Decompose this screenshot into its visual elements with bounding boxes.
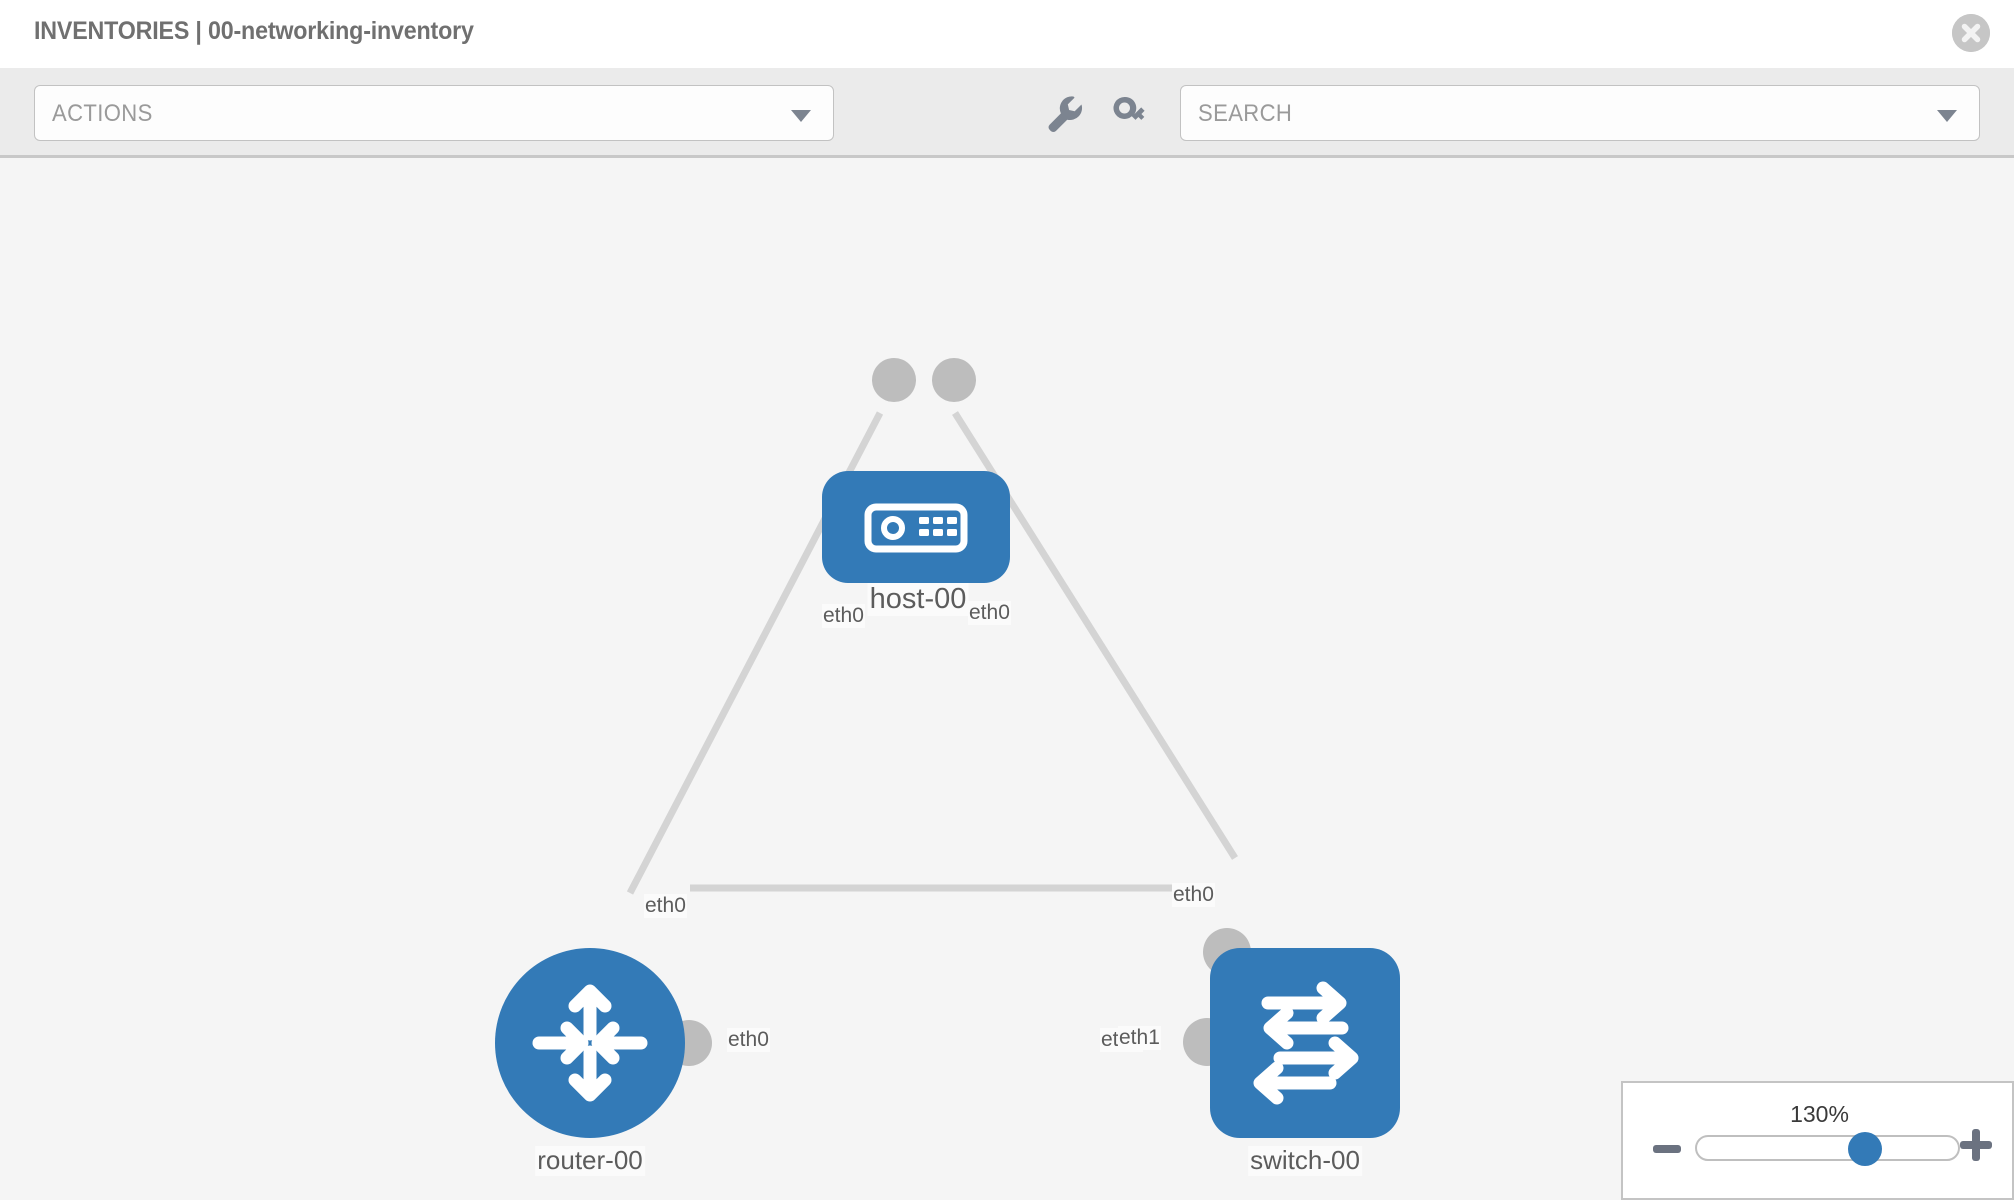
topology-links xyxy=(626,411,1238,895)
edge-label-switch-eth0-up: eth0 xyxy=(1172,883,1215,908)
zoom-slider-thumb[interactable] xyxy=(1848,1132,1883,1166)
zoom-level-label: 130% xyxy=(1790,1101,1849,1127)
toolbar: ACTIONS SEARCH xyxy=(0,68,2014,158)
zoom-control-panel: 130% xyxy=(1621,1081,2014,1200)
actions-dropdown[interactable]: ACTIONS xyxy=(34,85,834,141)
node-label-switch-00: switch-00 xyxy=(1248,1145,1362,1176)
port-host-left[interactable] xyxy=(872,358,916,402)
zoom-slider-track[interactable] xyxy=(1695,1132,1960,1166)
plus-icon[interactable] xyxy=(1958,1127,1994,1163)
node-label-router-00: router-00 xyxy=(535,1145,645,1176)
actions-dropdown-label: ACTIONS xyxy=(52,100,153,127)
edge-label-host-eth0-left: eth0 xyxy=(822,604,865,629)
edge-label-router-eth0-right: eth0 xyxy=(727,1028,770,1053)
topology-canvas[interactable]: host-00 router-00 switch-00 eth0 eth0 et… xyxy=(0,158,2014,1200)
wrench-icon[interactable] xyxy=(1040,90,1086,136)
page-header: INVENTORIES | 00-networking-inventory xyxy=(0,0,2014,68)
node-label-host-00: host-00 xyxy=(867,583,969,617)
key-icon[interactable] xyxy=(1108,90,1154,136)
switch-arrows-icon xyxy=(1253,981,1359,1105)
node-host-00[interactable] xyxy=(822,471,1010,583)
page-title: INVENTORIES | 00-networking-inventory xyxy=(34,17,474,45)
search-placeholder: SEARCH xyxy=(1198,100,1293,127)
server-appliance-icon xyxy=(864,503,968,553)
port-host-right[interactable] xyxy=(932,358,976,402)
edge-label-router-eth0-up: eth0 xyxy=(644,894,687,919)
node-router-00[interactable] xyxy=(495,948,685,1138)
search-input[interactable]: SEARCH xyxy=(1180,85,1980,141)
edge-label-switch-eth1-left: eth1 xyxy=(1118,1026,1161,1051)
minus-icon[interactable] xyxy=(1651,1133,1683,1165)
chevron-down-icon xyxy=(791,110,811,122)
node-switch-00[interactable] xyxy=(1210,948,1400,1138)
close-icon[interactable] xyxy=(1952,14,1990,52)
edge-label-host-eth0-right: eth0 xyxy=(968,601,1011,626)
chevron-down-icon xyxy=(1937,110,1957,122)
router-four-arrows-icon xyxy=(532,984,648,1102)
